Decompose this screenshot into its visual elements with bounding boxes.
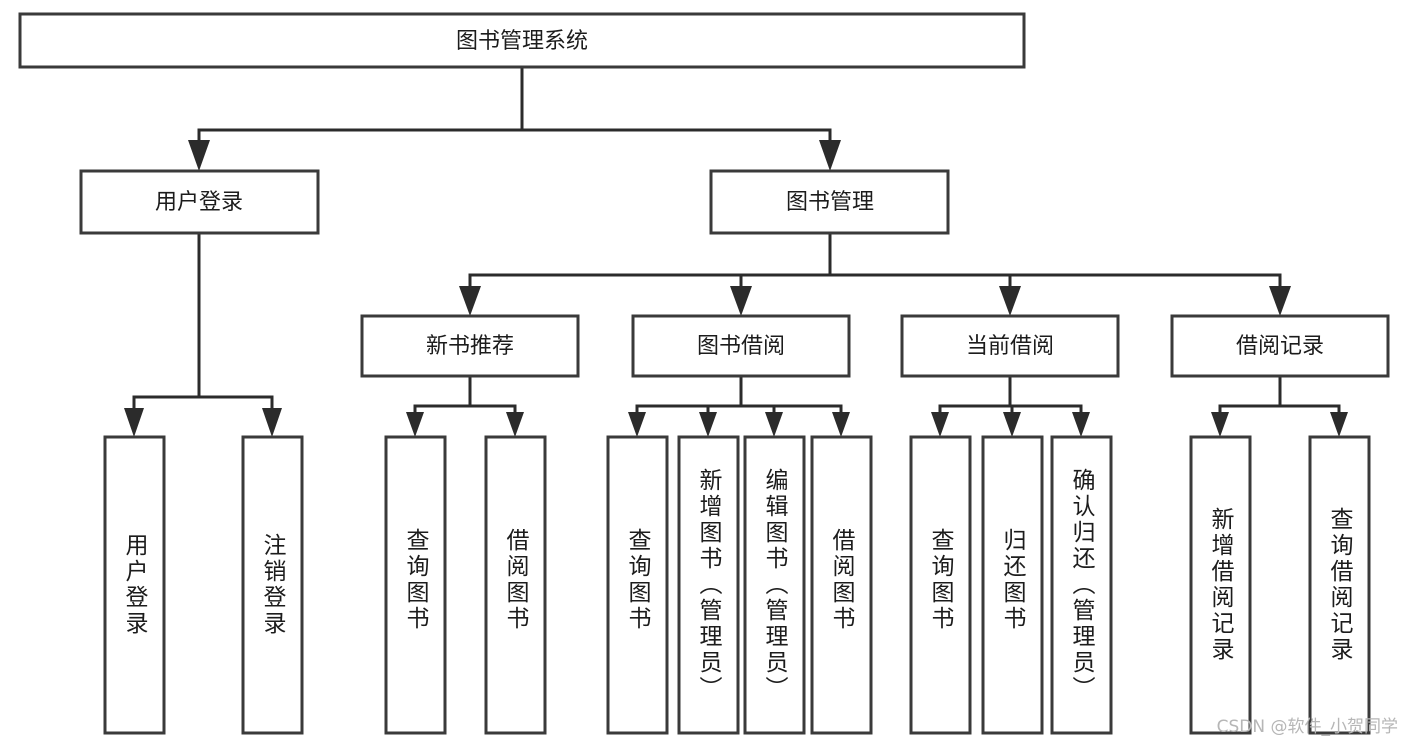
connector-group-root <box>188 65 841 171</box>
arrow-head-current-borrow <box>999 286 1021 316</box>
node-borrow-record[interactable]: 借阅记录 <box>1170 314 1390 378</box>
arrow-head-borrow-record <box>1269 286 1291 316</box>
node-leaf-return-book[interactable]: 归还图书 <box>981 435 1044 735</box>
connector-group-current-borrow <box>931 374 1090 437</box>
node-leaf-add-book[interactable]: 新增图书（管理员） <box>677 435 740 735</box>
node-borrow-record-label: 借阅记录 <box>1236 334 1324 359</box>
node-leaf-add-book-label: 新增图书（管理员） <box>695 468 723 702</box>
node-leaf-query-book-3-label: 查询图书 <box>927 528 955 632</box>
arrow-head-leaf-user-login <box>124 408 144 437</box>
node-leaf-query-book-2-box[interactable] <box>606 435 669 735</box>
node-leaf-user-login-box[interactable] <box>103 435 166 735</box>
node-leaf-return-book-label: 归还图书 <box>999 528 1027 632</box>
node-leaf-edit-book-label: 编辑图书（管理员） <box>761 468 789 702</box>
arrow-head-book-borrow <box>730 286 752 316</box>
node-leaf-query-book-1-label: 查询图书 <box>402 528 430 632</box>
node-leaf-add-book-box[interactable] <box>677 435 740 735</box>
arrow-head-new-book-rec <box>459 286 481 316</box>
node-new-book-rec-label: 新书推荐 <box>426 334 514 359</box>
node-leaf-confirm-return-box[interactable] <box>1050 435 1113 735</box>
node-leaf-query-record-box[interactable] <box>1308 435 1371 735</box>
node-leaf-query-book-2-label: 查询图书 <box>624 528 652 632</box>
node-leaf-query-book-1[interactable]: 查询图书 <box>384 435 447 735</box>
node-leaf-user-login[interactable]: 用户登录 <box>103 435 166 735</box>
node-leaf-query-book-1-box[interactable] <box>384 435 447 735</box>
node-leaf-query-book-2[interactable]: 查询图书 <box>606 435 669 735</box>
arrow-head-leaf-return-book <box>1003 412 1021 437</box>
arrow-head-user-login <box>188 140 210 171</box>
connector-group-new-book-rec <box>406 374 524 437</box>
node-leaf-borrow-book-2[interactable]: 借阅图书 <box>810 435 873 735</box>
arrow-head-leaf-edit-book <box>765 412 783 437</box>
node-leaf-borrow-book-2-label: 借阅图书 <box>828 528 856 632</box>
node-leaf-query-book-3-box[interactable] <box>909 435 972 735</box>
node-user-login-box[interactable] <box>79 169 320 235</box>
node-leaf-borrow-book-1[interactable]: 借阅图书 <box>484 435 547 735</box>
connector-group-borrow-record <box>1211 374 1348 437</box>
node-leaf-query-record[interactable]: 查询借阅记录 <box>1308 435 1371 735</box>
connector-group-user-login <box>124 231 282 437</box>
arrow-head-leaf-query-book-1 <box>406 412 424 437</box>
node-leaf-logout[interactable]: 注销登录 <box>241 435 304 735</box>
node-leaf-user-login-label: 用户登录 <box>121 533 149 637</box>
arrow-head-leaf-query-book-3 <box>931 412 949 437</box>
node-current-borrow[interactable]: 当前借阅 <box>900 314 1120 378</box>
node-root-label: 图书管理系统 <box>456 29 588 54</box>
node-leaf-query-record-label: 查询借阅记录 <box>1326 507 1354 663</box>
node-book-borrow[interactable]: 图书借阅 <box>631 314 851 378</box>
connector-group-book-manage <box>459 231 1291 316</box>
arrow-head-leaf-query-book-2 <box>628 412 646 437</box>
node-leaf-add-record-label: 新增借阅记录 <box>1207 507 1235 663</box>
node-book-manage[interactable]: 图书管理 <box>709 169 950 235</box>
node-leaf-borrow-book-1-box[interactable] <box>484 435 547 735</box>
node-leaf-logout-box[interactable] <box>241 435 304 735</box>
node-book-borrow-box[interactable] <box>631 314 851 378</box>
arrow-head-leaf-add-record <box>1211 412 1229 437</box>
arrow-head-book-manage <box>819 140 841 171</box>
arrow-head-leaf-borrow-book-2 <box>832 412 850 437</box>
arrow-head-leaf-confirm-return <box>1072 412 1090 437</box>
node-leaf-edit-book-box[interactable] <box>743 435 806 735</box>
node-new-book-rec[interactable]: 新书推荐 <box>360 314 580 378</box>
node-book-borrow-label: 图书借阅 <box>697 334 785 359</box>
node-root[interactable]: 图书管理系统 <box>18 12 1026 69</box>
node-book-manage-label: 图书管理 <box>786 190 874 215</box>
node-leaf-logout-label: 注销登录 <box>259 533 287 637</box>
arrow-head-leaf-query-record <box>1330 412 1348 437</box>
node-leaf-confirm-return-label: 确认归还（管理员） <box>1068 468 1096 702</box>
node-leaf-borrow-book-2-box[interactable] <box>810 435 873 735</box>
node-root-box[interactable] <box>18 12 1026 69</box>
node-current-borrow-box[interactable] <box>900 314 1120 378</box>
node-user-login-label: 用户登录 <box>155 190 243 215</box>
node-leaf-edit-book[interactable]: 编辑图书（管理员） <box>743 435 806 735</box>
csdn-watermark: CSDN @软件_小贺同学 <box>1217 717 1398 737</box>
node-borrow-record-box[interactable] <box>1170 314 1390 378</box>
node-leaf-borrow-book-1-label: 借阅图书 <box>502 528 530 632</box>
node-leaf-add-record-box[interactable] <box>1189 435 1252 735</box>
node-current-borrow-label: 当前借阅 <box>966 334 1054 359</box>
arrow-head-leaf-borrow-book-1 <box>506 412 524 437</box>
node-new-book-rec-box[interactable] <box>360 314 580 378</box>
arrow-head-leaf-add-book <box>699 412 717 437</box>
node-leaf-add-record[interactable]: 新增借阅记录 <box>1189 435 1252 735</box>
node-user-login[interactable]: 用户登录 <box>79 169 320 235</box>
node-leaf-query-book-3[interactable]: 查询图书 <box>909 435 972 735</box>
node-leaf-confirm-return[interactable]: 确认归还（管理员） <box>1050 435 1113 735</box>
connector-group-book-borrow <box>628 374 850 437</box>
arrow-head-leaf-logout <box>262 408 282 437</box>
node-book-manage-box[interactable] <box>709 169 950 235</box>
node-leaf-return-book-box[interactable] <box>981 435 1044 735</box>
